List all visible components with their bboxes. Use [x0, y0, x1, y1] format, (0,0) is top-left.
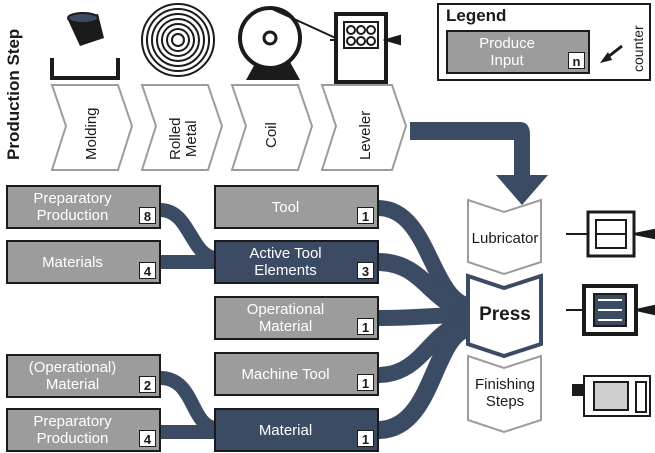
press-icon — [566, 284, 655, 336]
legend-title: Legend — [446, 6, 507, 25]
step-chevron-rolled-metal — [140, 84, 224, 171]
finishing-machine-icon — [572, 375, 651, 417]
step-label-molding: Molding — [83, 107, 100, 160]
mold-icon — [50, 12, 120, 80]
input-operational-material: Operational Material 1 — [214, 296, 379, 340]
legend-box: Produce Input n — [446, 30, 590, 74]
step-chevron-coil — [230, 84, 314, 171]
production-step-label: Production Step — [4, 28, 23, 160]
input-material: Material 1 — [214, 408, 379, 452]
input-tool: Tool 1 — [214, 185, 379, 229]
finishing-shape — [467, 354, 542, 434]
input-preparatory-production-bottom: Preparatory Production 4 — [6, 408, 161, 452]
rolled-metal-icon — [141, 3, 215, 77]
counter-badge: 2 — [139, 376, 156, 393]
input-operational-material-left: (Operational) Material 2 — [6, 354, 161, 398]
legend-counter: n — [568, 52, 585, 69]
input-machine-tool: Machine Tool 1 — [214, 352, 379, 396]
legend-box-label: Produce Input — [479, 35, 535, 69]
leveler-icon — [330, 12, 401, 84]
lubricator-icon — [566, 210, 655, 258]
step-label-leveler: Leveler — [357, 110, 374, 160]
counter-badge: 1 — [357, 318, 374, 335]
coil-icon — [238, 6, 341, 80]
press-shape — [466, 273, 543, 359]
input-materials: Materials 4 — [6, 240, 161, 284]
step-chevron-leveler — [320, 84, 408, 171]
flow-material — [377, 319, 473, 439]
step-label-coil: Coil — [263, 122, 280, 148]
lubricator-shape — [467, 198, 542, 276]
flow-prep-top — [159, 203, 217, 265]
counter-badge: 4 — [139, 262, 156, 279]
counter-badge: 8 — [139, 207, 156, 224]
flow-operational — [377, 307, 471, 326]
step-label-rolled-metal: Rolled Metal — [167, 117, 200, 160]
counter-badge: 1 — [357, 207, 374, 224]
flow-op-material — [159, 371, 217, 435]
flow-active-tool — [377, 253, 472, 319]
counter-badge: 4 — [139, 430, 156, 447]
counter-badge: 1 — [357, 374, 374, 391]
lubricator-label: Lubricator — [471, 230, 539, 247]
counter-badge: 1 — [357, 430, 374, 447]
finishing-steps-label: Finishing Steps — [474, 376, 536, 410]
step-chevron-molding — [50, 84, 134, 171]
input-preparatory-production-top: Preparatory Production 8 — [6, 185, 161, 229]
legend-counter-label: counter — [630, 25, 646, 72]
press-label: Press — [479, 304, 531, 325]
input-active-tool-elements: Active Tool Elements 3 — [214, 240, 379, 284]
flow-arrow-icon — [410, 122, 548, 205]
counter-badge: 3 — [357, 262, 374, 279]
